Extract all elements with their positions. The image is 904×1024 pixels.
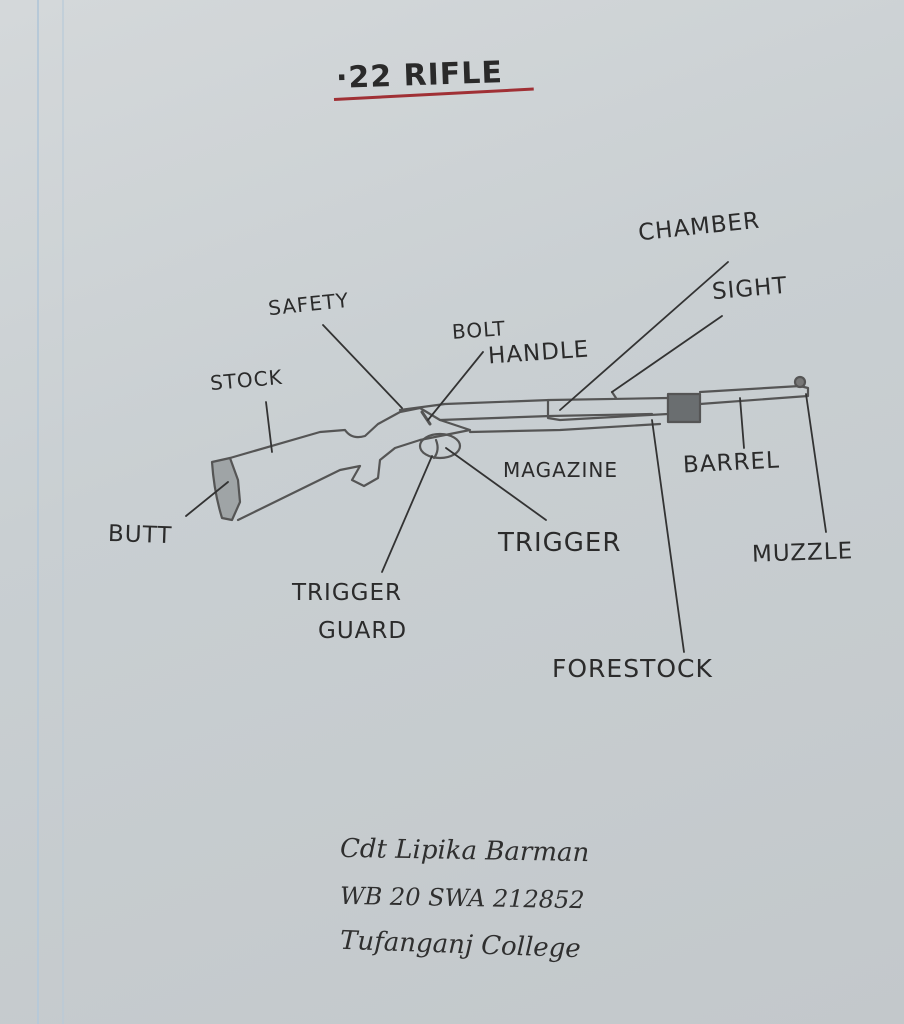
leader-trigger: [445, 447, 547, 521]
leader-trigger-guard: [381, 455, 433, 573]
label-trigger-guard-line1: TRIGGER: [292, 580, 402, 606]
leader-chamber: [559, 261, 729, 411]
rifle-barrel: [698, 384, 810, 406]
rifle-receiver-lower: [438, 412, 654, 422]
label-butt: BUTT: [107, 520, 173, 550]
rifle-trigger: [432, 438, 439, 460]
label-muzzle: MUZZLE: [751, 538, 854, 568]
label-barrel: BARREL: [682, 447, 781, 479]
leader-sight: [611, 315, 723, 393]
leader-stock: [265, 401, 273, 453]
label-trigger: TRIGGER: [498, 528, 622, 558]
leader-butt: [185, 481, 229, 517]
signature-regno: WB 20 SWA 212852: [339, 881, 585, 915]
margin-line: [62, 0, 64, 1024]
rifle-rear-sight: [610, 390, 618, 400]
label-trigger-guard-line2: GUARD: [318, 618, 408, 644]
leader-forestock: [651, 419, 685, 653]
rifle-forestock: [468, 422, 662, 434]
rifle-stock: [228, 406, 472, 522]
signature-name: Cdt Lipika Barman: [339, 833, 590, 869]
rifle-butt-plate: [210, 456, 242, 522]
leader-barrel: [739, 397, 745, 449]
leader-muzzle: [805, 393, 827, 533]
rifle-trigger-guard: [418, 432, 462, 460]
rifle-bolt: [420, 410, 432, 426]
rifle-front-sight: [793, 375, 807, 389]
leader-bolt-handle: [427, 351, 484, 421]
label-bolt: BOLT: [451, 316, 507, 344]
margin-line: [37, 0, 39, 1024]
label-forestock: FORESTOCK: [552, 654, 713, 683]
rifle-barrel-block: [666, 392, 702, 424]
leader-safety: [322, 324, 403, 409]
label-magazine: MAGAZINE: [503, 458, 618, 482]
